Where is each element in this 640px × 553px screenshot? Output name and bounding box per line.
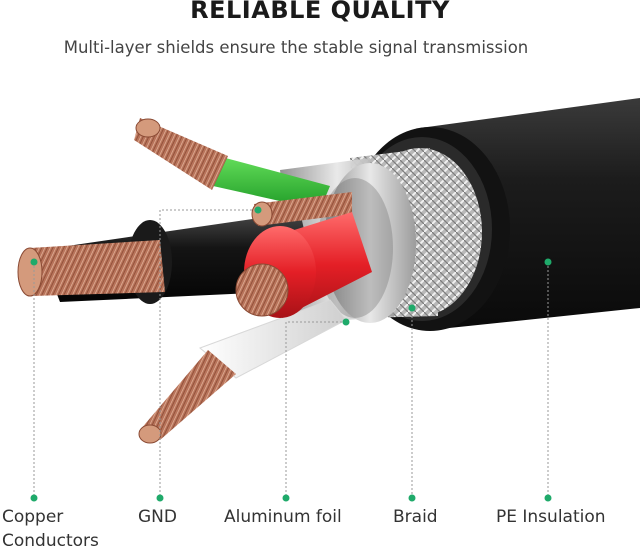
leader-gnd [156, 206, 262, 502]
heading: RELIABLE QUALITY [190, 0, 450, 24]
copper-strand-center [251, 192, 352, 227]
leader-copper [30, 258, 38, 502]
copper-conductor-left [17, 240, 165, 297]
label-copper-conductors: Copper Conductors [2, 505, 99, 553]
label-gnd: GND [138, 507, 177, 527]
red-wire [235, 212, 372, 318]
label-pe-insulation: PE Insulation [496, 507, 606, 527]
label-braid: Braid [393, 507, 438, 527]
label-aluminum-foil: Aluminum foil [224, 507, 342, 527]
green-wire [134, 118, 330, 210]
leader-foil [282, 318, 350, 502]
label-copper-line2: Conductors [2, 531, 99, 551]
leader-pe [544, 258, 552, 502]
leader-braid [408, 304, 416, 502]
label-copper-line1: Copper [2, 507, 64, 527]
subheading: Multi-layer shields ensure the stable si… [63, 38, 529, 57]
white-wire [138, 299, 347, 444]
